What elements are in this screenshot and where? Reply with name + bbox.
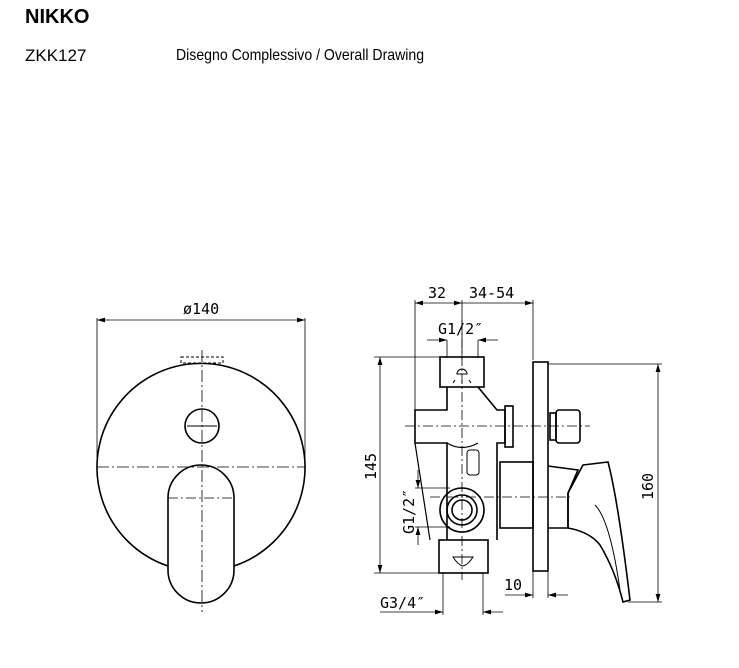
inlet-connection [439,487,485,533]
dim-32: 32 [428,284,446,302]
diameter-label: ø140 [183,300,219,318]
product-name: NIKKO [25,6,90,28]
product-code: ZKK127 [25,46,87,65]
diverter-knob [555,409,581,444]
dim-34-54: 34-54 [469,284,514,302]
dim-top-outlet: G1/2″ [438,320,483,338]
hex-nut [504,405,514,448]
bath-outlet-box [438,539,489,574]
dim-145: 145 [362,453,380,480]
dim-bottom-outlet: G3/4″ [380,594,425,612]
lever-handle [167,464,235,604]
dim-side-inlet: G1/2″ [400,489,418,534]
shower-outlet-box [439,356,485,388]
cover-plate-side [532,361,549,572]
valve-body [414,386,506,540]
side-view: 32 34-54 G1/2″ 145 G1/2″ 160 10 G3/4″ [362,284,662,615]
diverter-knob-circle [184,408,220,444]
drawing-title: Disegno Complessivo / Overall Drawing [176,47,425,64]
front-view: ø140 [96,300,306,612]
dim-10: 10 [504,576,522,594]
dim-160: 160 [639,473,657,500]
cartridge-housing [499,461,534,529]
lever-handle-side [567,461,631,603]
